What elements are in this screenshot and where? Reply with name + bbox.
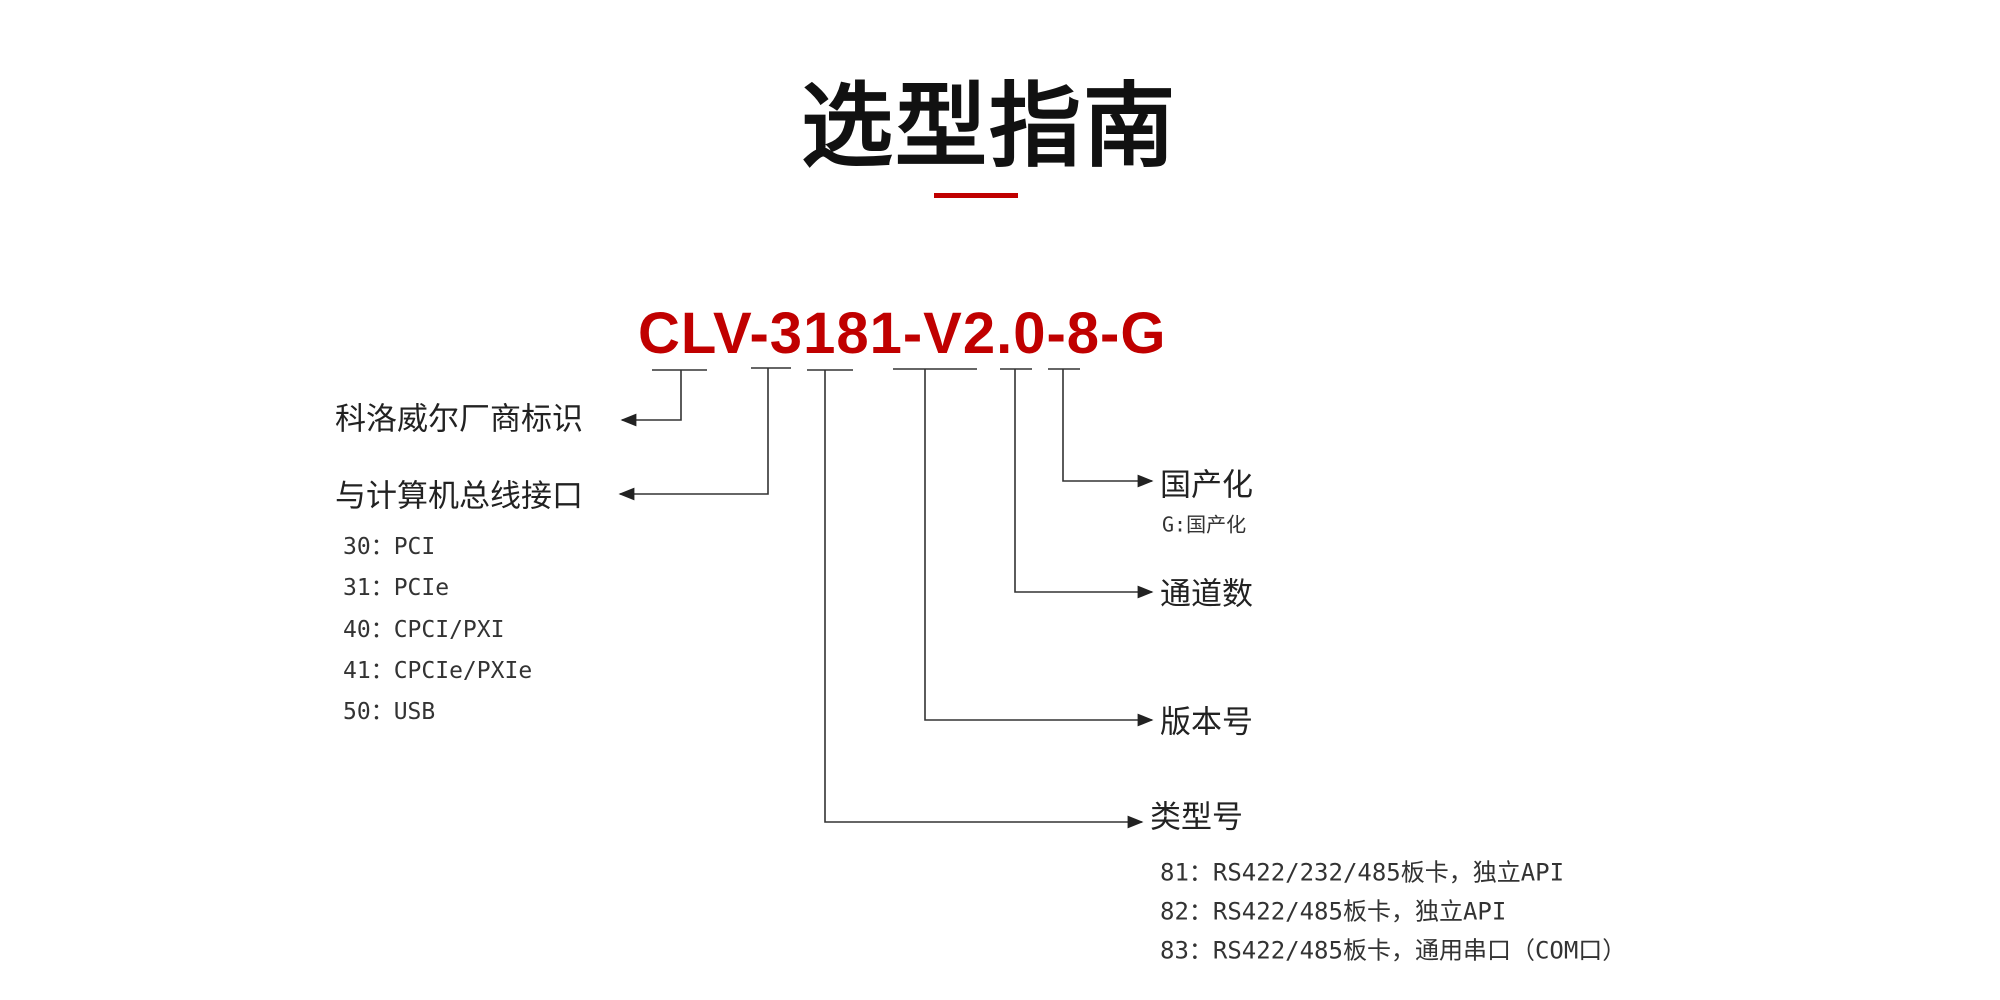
domestic-note: G:国产化 xyxy=(1162,512,1247,537)
model-code: CLV-3181-V2.0-8-G xyxy=(638,301,1167,366)
type-label: 类型号 xyxy=(1150,799,1243,836)
type-option: 82：RS422/485板卡，独立API xyxy=(1160,897,1507,926)
bus-option: 50：USB xyxy=(343,699,436,725)
bus-label: 与计算机总线接口 xyxy=(335,478,583,515)
arrow-channels xyxy=(1014,369,1154,599)
type-option: 83：RS422/485板卡，通用串口（COM口） xyxy=(1160,936,1627,965)
vendor-label: 科洛威尔厂商标识 xyxy=(335,401,583,438)
arrow-bus xyxy=(618,368,769,501)
bus-option: 31：PCIe xyxy=(343,575,450,601)
version-label: 版本号 xyxy=(1160,704,1253,741)
bus-option: 40：CPCI/PXI xyxy=(343,617,505,643)
title-underline xyxy=(934,193,1018,198)
bus-option: 30：PCI xyxy=(343,534,436,560)
arrow-version xyxy=(924,369,1154,727)
arrow-vendor xyxy=(620,370,682,427)
bus-option: 41：CPCIe/PXIe xyxy=(343,658,533,684)
domestic-label: 国产化 xyxy=(1160,467,1253,504)
arrow-type xyxy=(824,370,1144,829)
channels-label: 通道数 xyxy=(1160,576,1253,613)
page-title: 选型指南 xyxy=(800,73,1177,180)
type-option: 81：RS422/232/485板卡，独立API xyxy=(1160,858,1565,887)
arrow-domestic xyxy=(1062,369,1154,488)
